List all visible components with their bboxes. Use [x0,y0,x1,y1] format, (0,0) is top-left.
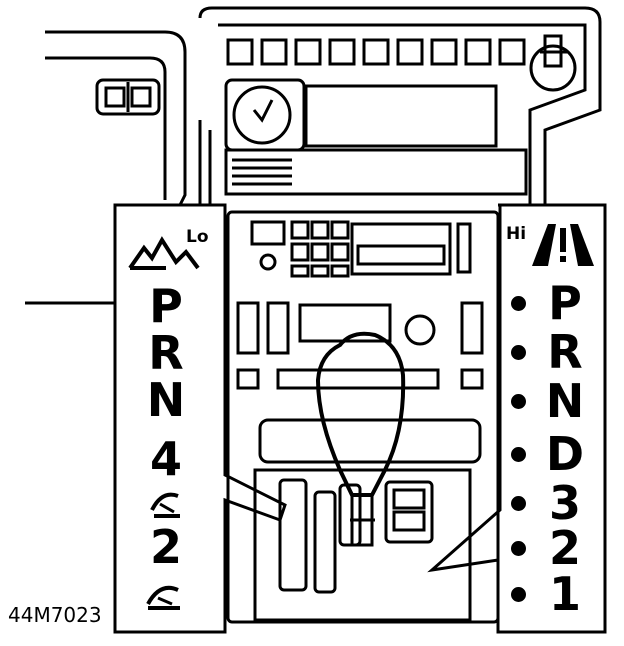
mode-label-hi: Hi [506,224,527,244]
left-gear-4: 4 [149,432,182,486]
right-gear-1: 1 [548,567,581,621]
left-gear-n: N [146,373,186,427]
right-gear-2: 2 [548,521,581,575]
right-gear-dot [511,496,526,511]
figure-id: 44M7023 [8,603,102,627]
right-gear-n: N [545,374,585,428]
right-gear-dot [511,587,526,602]
snowflake-icon [150,492,180,518]
road-icon [532,224,594,266]
right-gear-p: P [548,276,582,330]
left-gear-2: 2 [149,520,182,574]
right-gear-dot [511,541,526,556]
left-gear-r: R [148,326,184,380]
right-gear-dot [511,447,526,462]
mountain-icon [128,236,200,270]
right-gear-r: R [547,325,583,379]
left-gear-p: P [149,279,183,333]
snowflake-icon [146,585,180,610]
right-gear-dot [511,296,526,311]
right-gear-dot [511,394,526,409]
right-gear-dot [511,345,526,360]
right-gear-d: D [545,427,585,481]
mode-label-lo: Lo [186,227,209,247]
right-gear-3: 3 [548,476,581,530]
